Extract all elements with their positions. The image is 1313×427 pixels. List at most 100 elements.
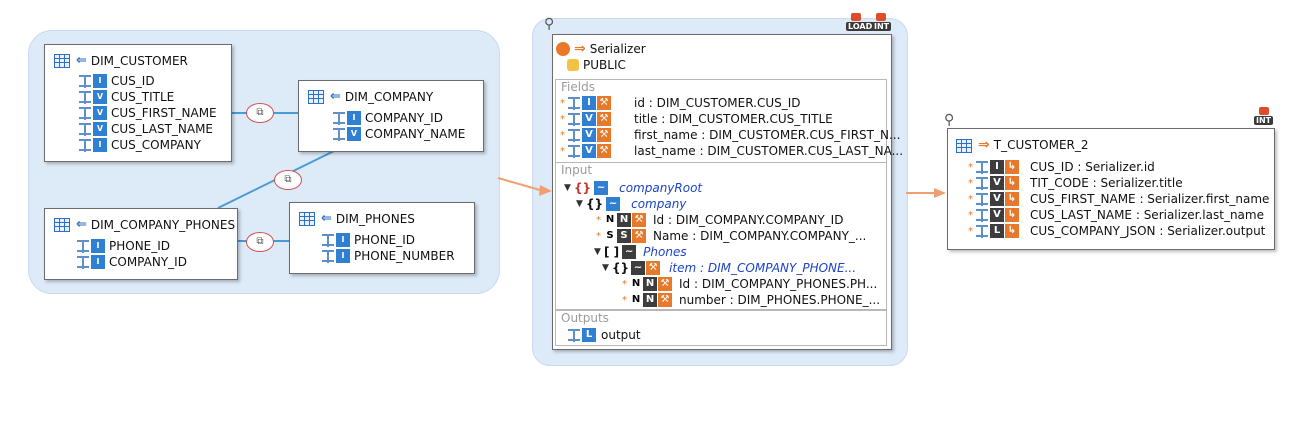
- input-title: Input: [561, 163, 593, 177]
- wrench-icon: ⚒: [597, 128, 611, 142]
- fields-title: Fields: [561, 80, 595, 94]
- number-type-icon: N: [617, 213, 631, 227]
- key-star-icon: *: [596, 230, 601, 242]
- expand-icon[interactable]: ▼: [576, 199, 583, 209]
- key-star-icon: *: [560, 97, 565, 109]
- field-row[interactable]: *V⚒last_name : DIM_CUSTOMER.CUS_LAST_NA.…: [560, 144, 904, 158]
- wrench-icon: ⚒: [632, 213, 646, 227]
- arrow-left-icon: ⇐: [76, 217, 87, 232]
- mapping-row[interactable]: *I↳CUS_ID : Serializer.id: [968, 160, 1155, 174]
- join-icon[interactable]: ⧉: [246, 232, 274, 252]
- column-grip-icon: [976, 224, 988, 238]
- table-name: DIM_PHONES: [335, 211, 415, 226]
- field-row[interactable]: *V⚒first_name : DIM_CUSTOMER.CUS_FIRST_N…: [560, 128, 901, 142]
- tree-node-companyroot[interactable]: ▼{}~companyRoot: [564, 181, 703, 195]
- table-name: DIM_COMPANY_PHONES: [90, 217, 236, 232]
- key-star-icon: *: [968, 209, 973, 221]
- arrow-left-icon: ⇐: [76, 53, 87, 68]
- column-grip-icon: [79, 74, 91, 88]
- flow-arrow-head-2: [934, 188, 946, 198]
- outputs-title: Outputs: [561, 311, 609, 325]
- key-star-icon: *: [560, 129, 565, 141]
- field-row[interactable]: *V⚒title : DIM_CUSTOMER.CUS_TITLE: [560, 112, 833, 126]
- mapping-icon: ↳: [1005, 176, 1019, 190]
- magnifier-icon[interactable]: ⚲: [944, 112, 955, 128]
- long-text-type-icon: L: [582, 328, 596, 342]
- column-grip-icon: [79, 106, 91, 120]
- magnifier-icon[interactable]: ⚲: [544, 16, 555, 32]
- string-type-icon: S: [617, 229, 631, 243]
- varchar-type-icon: V: [990, 208, 1004, 222]
- int-badge-icon: [876, 13, 886, 21]
- integer-column-icon: I: [91, 239, 105, 253]
- serializer-panel[interactable]: ⇒ Serializer PUBLIC Fields *I⚒id : DIM_C…: [552, 34, 903, 350]
- join-icon[interactable]: ⧉: [246, 103, 274, 123]
- wrench-icon: ⚒: [646, 261, 661, 275]
- mapping-icon: ↳: [1005, 208, 1019, 222]
- wrench-icon: ⚒: [597, 96, 611, 110]
- mapping-row[interactable]: *V↳CUS_FIRST_NAME : Serializer.first_nam…: [968, 192, 1270, 206]
- varchar-type-icon: V: [582, 144, 596, 158]
- integer-column-icon: I: [336, 249, 350, 263]
- int-badge-icon: [1259, 107, 1269, 115]
- table-name: DIM_COMPANY: [344, 89, 434, 104]
- tree-node-company[interactable]: ▼{}~company: [576, 197, 687, 211]
- key-star-icon: *: [968, 161, 973, 173]
- varchar-type-icon: V: [582, 128, 596, 142]
- integer-column-icon: I: [91, 255, 105, 269]
- column-grip-icon: [79, 90, 91, 104]
- key-star-icon: *: [968, 193, 973, 205]
- expand-icon[interactable]: ▼: [564, 183, 571, 193]
- mapping-row[interactable]: *L↳CUS_COMPANY_JSON : Serializer.output: [968, 224, 1266, 238]
- integer-column-icon: I: [336, 233, 350, 247]
- wrench-icon: ~: [606, 197, 621, 211]
- column-grip-icon: [568, 328, 580, 342]
- table-icon: [956, 139, 972, 153]
- key-star-icon: *: [622, 278, 627, 290]
- column-grip-icon: [79, 122, 91, 136]
- expand-icon[interactable]: ▼: [594, 247, 601, 257]
- arrow-left-icon: ⇐: [321, 211, 332, 226]
- mapping-row[interactable]: *V↳TIT_CODE : Serializer.title: [968, 176, 1183, 190]
- join-icon[interactable]: ⧉: [274, 170, 302, 190]
- column-grip-icon: [322, 249, 334, 263]
- flow-arrow-head-1: [539, 185, 552, 196]
- wrench-icon: ⚒: [597, 144, 611, 158]
- schema-name: PUBLIC: [583, 58, 626, 72]
- arrow-right-icon: ⇒: [574, 41, 586, 57]
- key-star-icon: *: [968, 177, 973, 189]
- key-star-icon: *: [622, 294, 627, 306]
- tree-node-phones[interactable]: ▼[ ]~Phones: [594, 245, 687, 259]
- target-table-t-customer-2[interactable]: ⇒ T_CUSTOMER_2 *I↳CUS_ID : Serializer.id…: [947, 128, 1275, 250]
- column-grip-icon: [976, 192, 988, 206]
- field-row[interactable]: *I⚒id : DIM_CUSTOMER.CUS_ID: [560, 96, 801, 110]
- column-grip-icon: [77, 255, 89, 269]
- mapping-row[interactable]: *V↳CUS_LAST_NAME : Serializer.last_name: [968, 208, 1264, 222]
- expand-icon[interactable]: ▼: [602, 263, 609, 273]
- tree-node-item[interactable]: ▼{}~⚒item : DIM_COMPANY_PHONE...: [602, 261, 857, 275]
- key-star-icon: *: [560, 113, 565, 125]
- integer-column-icon: I: [93, 138, 107, 152]
- column-grip-icon: [79, 138, 91, 152]
